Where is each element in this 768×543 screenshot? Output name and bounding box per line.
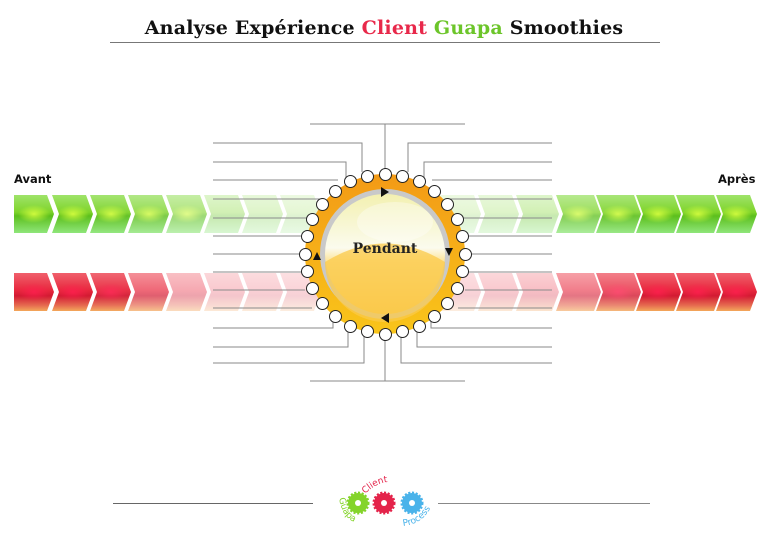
ring-bead [450,212,464,226]
ring-bead [441,297,455,311]
ring-bead [458,247,472,261]
label-before: Avant [14,172,52,186]
title-client: Client [361,17,428,39]
title-text-1: Analyse Expérience [144,17,362,39]
ring-bead [315,297,329,311]
ring-bead [428,184,442,198]
page-title: Analyse Expérience Client Guapa Smoothie… [0,17,768,39]
title-guapa: Guapa [433,17,503,39]
ring-bead [378,167,392,181]
ring-bead [441,197,455,211]
ring-bead [328,310,342,324]
ring-bead [343,175,357,189]
ring-bead [413,319,427,333]
ring-bead [306,212,320,226]
ring-bead [450,282,464,296]
ring-bead [456,265,470,279]
ring-bead [306,282,320,296]
footer-rule-right [438,503,650,504]
ring-bead [360,169,374,183]
ring-bead [300,229,314,243]
logo: Client Guapa Process [336,475,433,529]
ring-bead [298,247,312,261]
ring-bead [396,325,410,339]
gear-icon-red [372,491,396,515]
ring-bead [378,327,392,341]
label-during: Pendant [352,241,418,257]
ring-bead [413,175,427,189]
ring-bead [456,229,470,243]
ring-bead [428,310,442,324]
ring-bead [343,319,357,333]
ring-bead [396,169,410,183]
ring-bead [360,325,374,339]
gear-icon-blue [400,491,424,515]
ring-bead [328,184,342,198]
label-after: Après [718,172,756,186]
footer-rule-left [113,503,313,504]
title-text-2: Smoothies [502,17,624,39]
gear-icon-green [346,491,370,515]
ring-bead [300,265,314,279]
title-underline [110,42,660,43]
ring-bead [315,197,329,211]
